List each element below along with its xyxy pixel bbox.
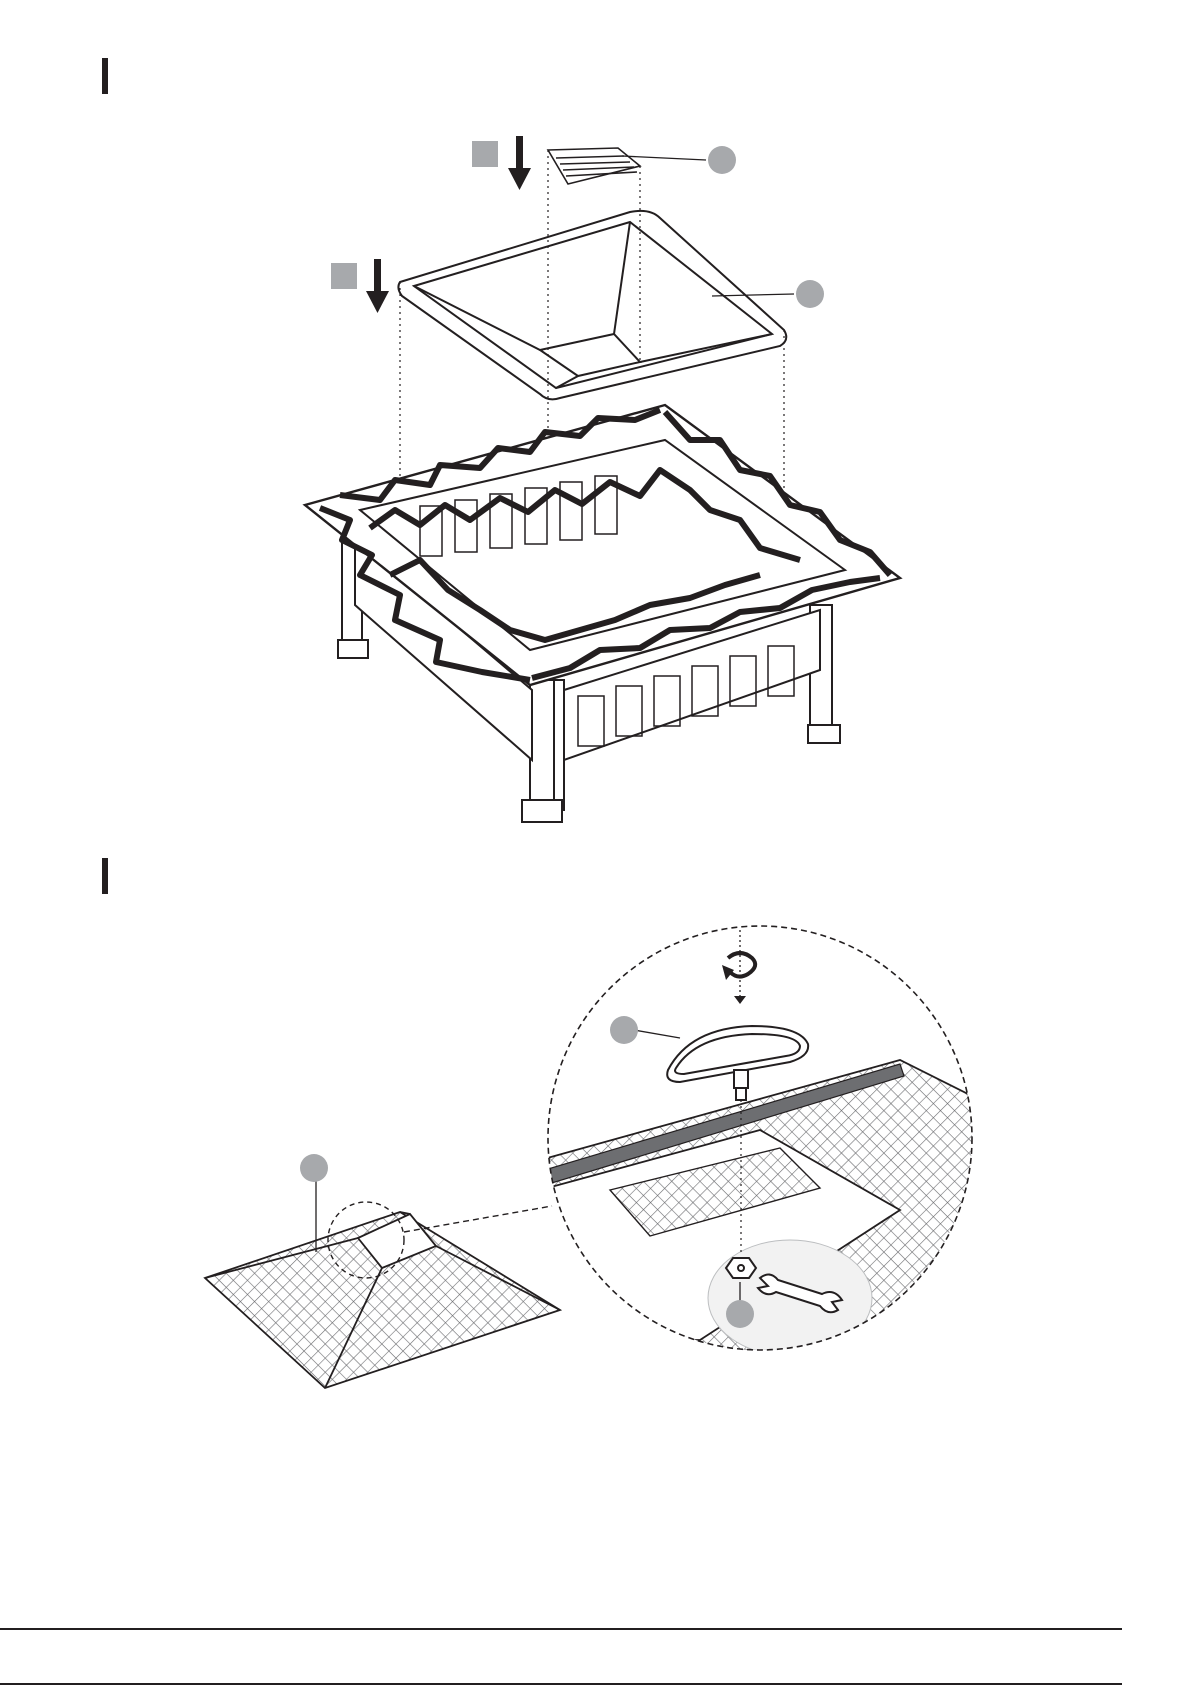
nut [726, 1258, 756, 1278]
part-callout-lid [300, 1154, 328, 1182]
mesh-lid [205, 1212, 560, 1388]
part-callout-handle [610, 1016, 638, 1044]
part-callout-nut [726, 1300, 754, 1328]
footer-rule [0, 1628, 1122, 1630]
